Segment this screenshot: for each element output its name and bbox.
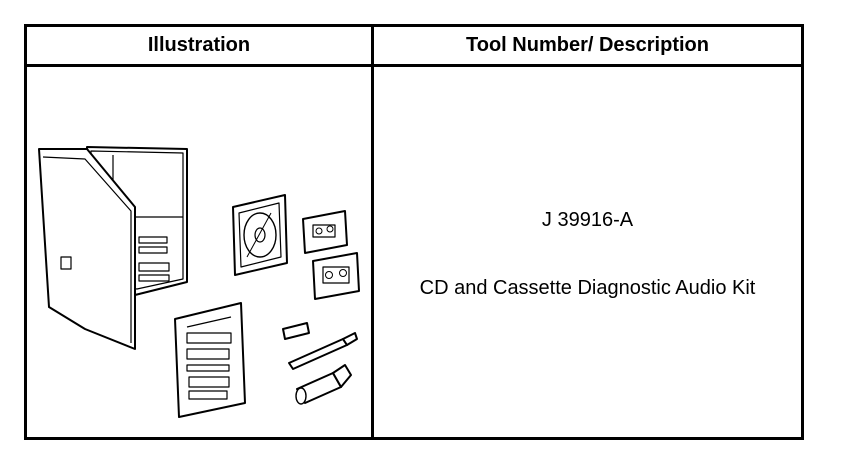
description-cell: J 39916-A CD and Cassette Diagnostic Aud… bbox=[374, 67, 801, 437]
cd-icon bbox=[232, 194, 288, 276]
cassette-icon bbox=[302, 210, 348, 254]
header-divider bbox=[27, 64, 801, 67]
header-tool-number-description: Tool Number/ Description bbox=[466, 34, 709, 56]
illustration-cell bbox=[27, 67, 371, 437]
tool-description: CD and Cassette Diagnostic Audio Kit bbox=[419, 277, 756, 299]
adapter-icon bbox=[282, 322, 310, 340]
column-divider bbox=[371, 27, 374, 437]
tool-number: J 39916-A bbox=[541, 209, 634, 231]
probe-icon bbox=[288, 332, 358, 370]
kit-illustration bbox=[38, 146, 360, 418]
header-illustration: Illustration bbox=[147, 34, 251, 56]
document-icon bbox=[174, 302, 246, 418]
canister-icon bbox=[295, 364, 352, 405]
tool-table: Illustration Tool Number/ Description bbox=[24, 24, 804, 440]
cassette-icon bbox=[312, 252, 360, 300]
case-icon bbox=[38, 146, 188, 350]
